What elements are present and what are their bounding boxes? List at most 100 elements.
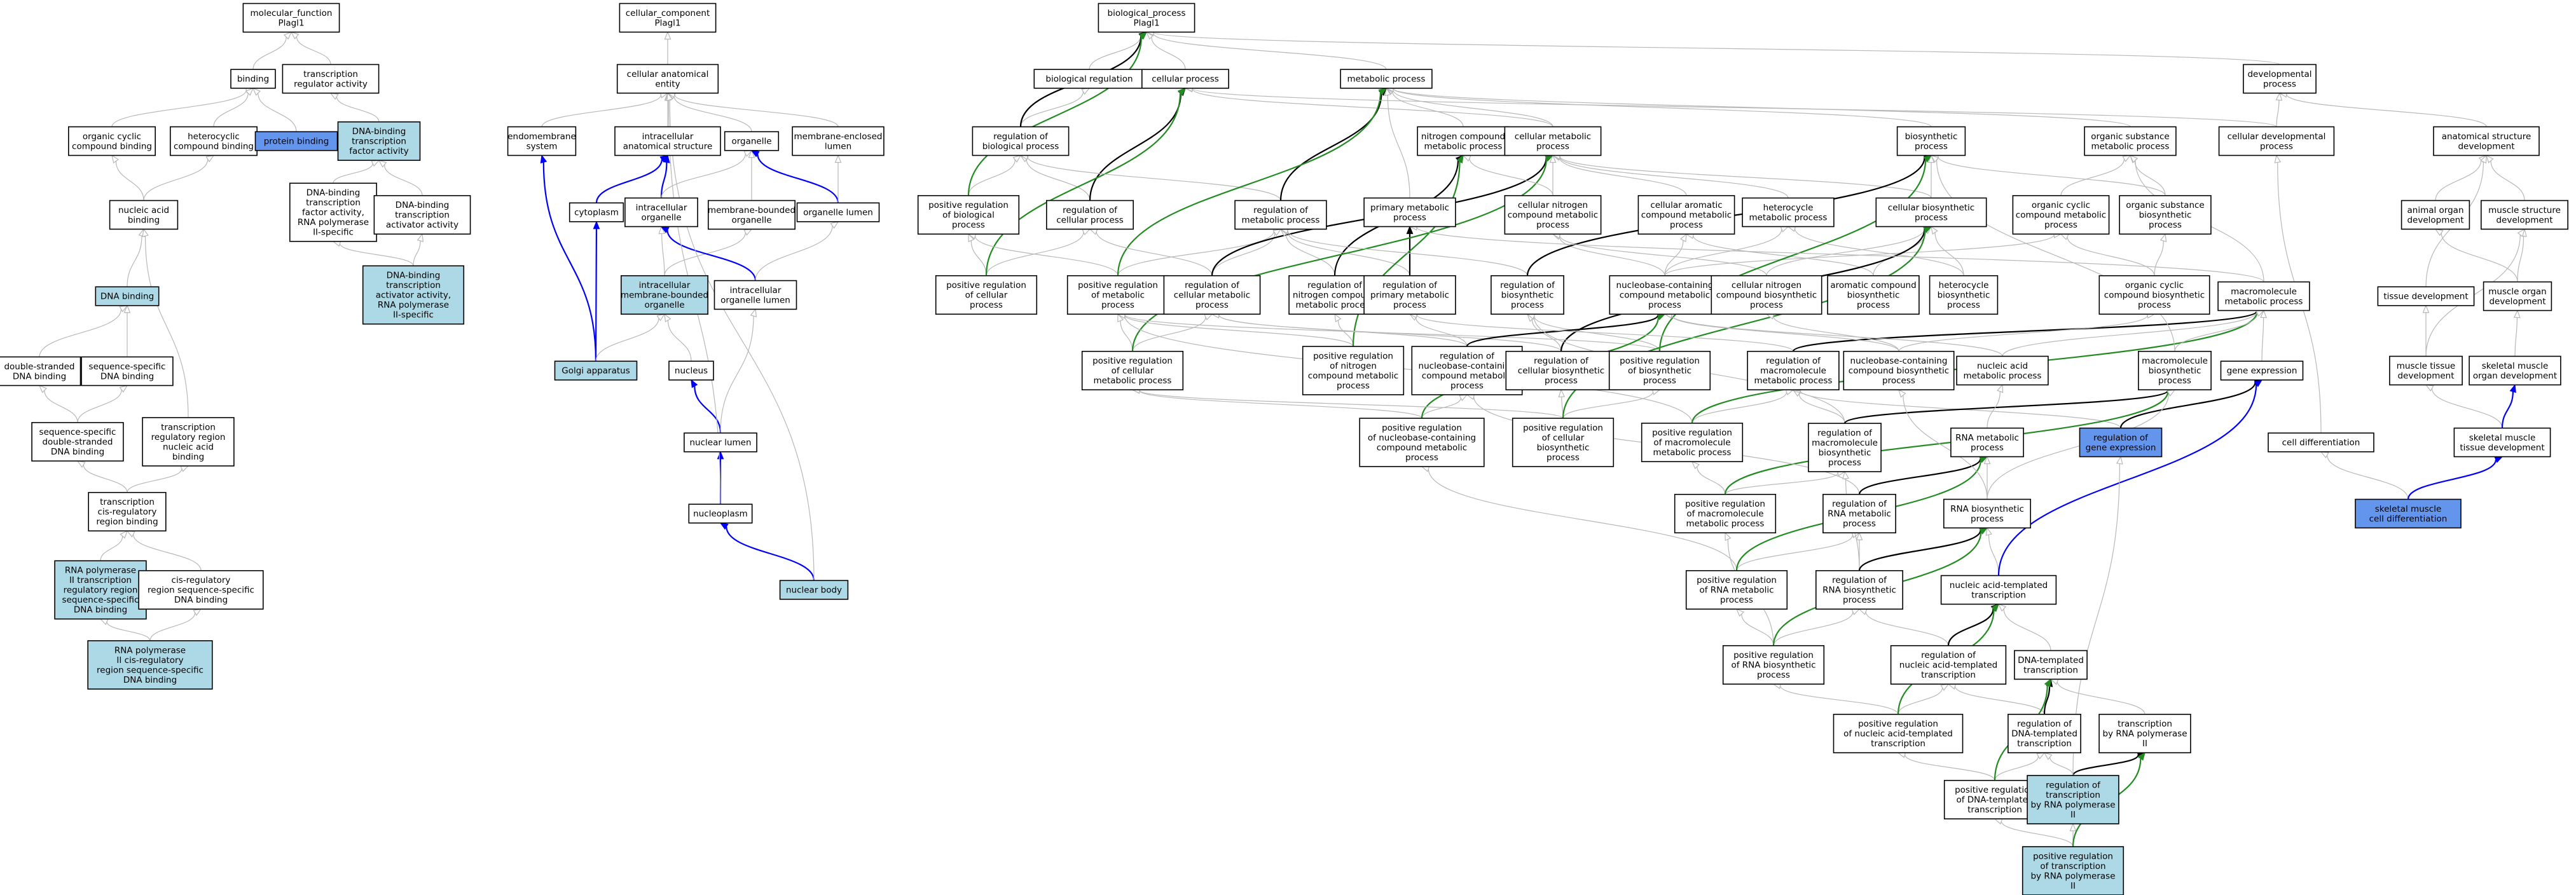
edge-is-a (76, 460, 128, 493)
edge-is-a (755, 221, 839, 281)
term-label-line: entity (655, 79, 680, 89)
edge-part-of (2501, 383, 2516, 428)
edge-is-a (1384, 87, 1410, 198)
term-label-line: positive regulation (1523, 423, 1603, 433)
term-box (1641, 422, 1744, 463)
term-label-line: of cellular (1112, 366, 1154, 376)
term-label-line: positive regulation (928, 200, 1009, 210)
edge-is-a (111, 86, 254, 127)
edge-is-a (111, 154, 144, 201)
term-label-line: transcription (2046, 790, 2100, 800)
term-label-line: RNA metabolic (1955, 433, 2019, 443)
term-box (2433, 126, 2540, 156)
term-box (724, 131, 780, 151)
edge-is-a (2485, 154, 2525, 201)
term-label-line: process (1393, 212, 1426, 222)
term-label-line: metabolic process (1094, 376, 1172, 386)
term-label-line: positive regulation (1697, 575, 1777, 585)
term-label-line: transcription (395, 210, 450, 221)
edge-is-a (39, 304, 128, 357)
term-box (337, 121, 421, 161)
term-node: tissue development (2377, 286, 2475, 306)
term-box (1359, 418, 1485, 467)
term-box (1674, 493, 1777, 534)
term-box (1234, 200, 1327, 230)
term-box (1046, 200, 1134, 230)
term-node: nuclear body (779, 580, 849, 600)
term-box (0, 356, 81, 386)
term-box (2377, 286, 2475, 306)
term-label-line: positive regulation (1313, 351, 1393, 361)
edge-is-a (1898, 389, 1988, 500)
term-label-line: organelle lumen (803, 208, 873, 218)
term-label-line: process (1195, 300, 1229, 310)
edge-is-a (333, 160, 380, 184)
term-label-line: cis-regulatory (172, 575, 231, 585)
term-label-line: intracellular (636, 203, 687, 213)
term-node: regulation ofnucleobase-containingcompou… (1411, 346, 1523, 395)
term-box (169, 126, 258, 156)
edge-part-of (660, 154, 670, 198)
term-label-line: regulation of (1063, 205, 1118, 215)
edge-is-a (1983, 455, 1991, 500)
term-label-line: binding (237, 74, 269, 85)
term-label-line: regulation of (1440, 351, 1495, 361)
term-label-line: metabolic process (2091, 141, 2170, 151)
term-box (2022, 846, 2125, 895)
edge-is-a (1931, 226, 1964, 276)
edge-is-a (1019, 153, 1281, 201)
term-label-line: process (1857, 300, 1890, 310)
term-label-line: transcription (161, 422, 216, 432)
term-label-line: system (527, 141, 558, 151)
edge-is-a (664, 228, 753, 276)
edge-positively-regulates (1117, 87, 1388, 276)
term-label-line: metabolic process (1424, 141, 1503, 151)
term-label-line: primary metabolic (1370, 290, 1449, 301)
edge-part-of (540, 154, 597, 362)
term-box (1929, 275, 1999, 315)
edge-is-a (1898, 683, 1950, 714)
term-label-line: region sequence-specific (97, 665, 203, 675)
edge-part-of (1997, 379, 2263, 576)
term-label-line: organ development (2473, 371, 2557, 381)
term-box (568, 202, 624, 222)
term-label-line: Plagl1 (654, 18, 680, 28)
term-box (1827, 275, 1920, 315)
term-label-line: cellular developmental (2228, 132, 2326, 142)
term-label-line: process (970, 300, 1003, 310)
term-label-line: II-specific (313, 228, 354, 238)
term-box (554, 360, 638, 381)
term-box (1896, 126, 1966, 156)
term-label-line: Plagl1 (278, 18, 304, 28)
term-node: gene expression (2220, 360, 2304, 381)
edge-is-a (142, 228, 189, 418)
term-label-line: cell differentiation (2282, 438, 2360, 448)
edge-is-a (1873, 226, 1932, 276)
term-label-line: macromolecule (1760, 366, 1826, 376)
edge-positively-regulates (967, 31, 1148, 196)
term-box (2268, 432, 2374, 453)
edge-is-a (1089, 228, 1213, 276)
term-label-line: heterocycle (1939, 280, 1989, 290)
term-box (254, 131, 338, 151)
edge-is-a (1552, 154, 1687, 196)
term-label-line: macromolecule (2142, 356, 2208, 366)
term-label-line: compound binding (174, 141, 254, 151)
term-box (1609, 275, 1721, 315)
edge-is-a (1552, 233, 1665, 276)
